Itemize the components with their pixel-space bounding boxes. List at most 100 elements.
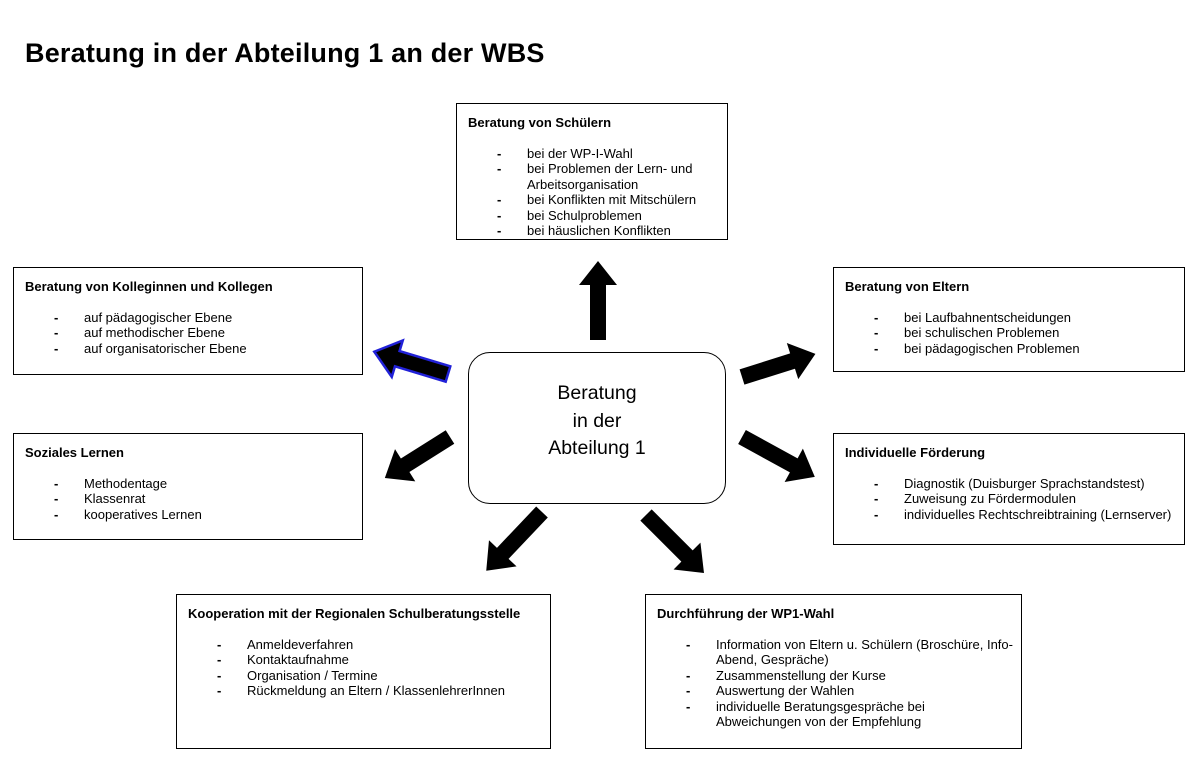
list-item: - Kontaktaufnahme — [177, 652, 550, 668]
list-item: - auf pädagogischer Ebene — [14, 310, 362, 326]
list-item: - Anmeldeverfahren — [177, 637, 550, 653]
list-item: - Rückmeldung an Eltern / KlassenlehrerIn… — [177, 683, 550, 699]
dash-bullet: - — [54, 309, 59, 325]
dash-bullet: - — [497, 161, 502, 176]
list-item: - bei der WP-I-Wahl — [457, 146, 727, 162]
list-item-text: bei Schulproblemen — [527, 207, 642, 223]
center-node-line: Beratung — [557, 382, 637, 404]
dash-bullet: - — [497, 192, 502, 207]
list-item: - auf organisatorischer Ebene — [14, 341, 362, 357]
node-kooperation-schulberatungsstelle: Kooperation mit der Regionalen Schulbera… — [176, 594, 551, 749]
dash-bullet: - — [217, 652, 222, 667]
list-item-text: bei schulischen Problemen — [904, 325, 1060, 340]
list-item: - Diagnostik (Duisburger Sprachstandstest… — [834, 476, 1184, 492]
list-item-text: bei häuslichen Konflikten — [527, 223, 671, 238]
list-item-text: Auswertung der Wahlen — [716, 683, 855, 698]
dash-bullet: - — [686, 667, 691, 683]
dash-bullet: - — [686, 683, 691, 698]
arrow-center-to-eltern-icon — [739, 342, 816, 385]
page-title: Beratung in der Abteilung 1 an der WBS — [25, 38, 545, 68]
dash-bullet: - — [497, 207, 502, 223]
node-title: Durchführung der WP1-Wahl — [657, 606, 835, 621]
dash-bullet: - — [54, 325, 59, 340]
list-item: -Methodentage — [14, 476, 362, 492]
dash-bullet: - — [497, 223, 502, 238]
dash-bullet: - — [874, 325, 879, 340]
arrow-center-to-kooperation-icon — [486, 506, 548, 571]
list-item: - bei häuslichen Konflikten — [457, 223, 727, 239]
list-item: -individuelle Beratungsgespräche bei Abw… — [646, 699, 1021, 730]
list-item-text: Rückmeldung an Eltern / KlassenlehrerInn… — [247, 683, 505, 698]
list-item: - Klassenrat — [14, 491, 362, 507]
list-item-text: Zusammenstellung der Kurse — [716, 667, 886, 683]
arrow-center-to-foerderung-icon — [738, 429, 815, 482]
dash-bullet: - — [217, 636, 222, 652]
list-item: - Zusammenstellung der Kurse — [646, 668, 1021, 684]
node-title: Beratung von Eltern — [845, 279, 970, 294]
dash-bullet: - — [497, 145, 502, 161]
node-soziales-lernen: Soziales Lernen -Methodentage-Klassenrat… — [13, 433, 363, 540]
list-item: - auf methodischer Ebene — [14, 325, 362, 341]
arrow-center-to-schueler-icon — [579, 261, 617, 340]
list-item: - bei Schulproblemen — [457, 208, 727, 224]
arrow-center-to-kollegen-icon — [372, 338, 452, 384]
dash-bullet: - — [54, 491, 59, 506]
list-item-text: kooperatives Lernen — [84, 506, 202, 522]
list-item-text: bei pädagogischen Problemen — [904, 340, 1080, 356]
arrow-center-to-soziales-icon — [384, 430, 455, 482]
list-item-text: individuelle Beratungsgespräche bei Abwe… — [716, 698, 925, 730]
node-title: Beratung von Schülern — [468, 115, 612, 130]
node-beratung-von-eltern: Beratung von Eltern - bei Laufbahnentsche… — [833, 267, 1185, 372]
list-item-text: bei der WP-I-Wahl — [527, 145, 633, 161]
list-item-text: Diagnostik (Duisburger Sprachstandstest) — [904, 475, 1145, 491]
list-item-text: bei Laufbahnentscheidungen — [904, 309, 1071, 325]
center-node-line: Abteilung 1 — [548, 437, 646, 459]
list-item-text: Kontaktaufnahme — [247, 652, 349, 667]
node-item-list: -Methodentage-Klassenrat-kooperatives Le… — [14, 476, 362, 523]
node-item-list: - Information von Eltern u. Schülern (Bro… — [646, 637, 1021, 730]
dash-bullet: - — [54, 340, 59, 356]
list-item: - individuelles Rechtschreibtraining (Ler… — [834, 507, 1184, 523]
list-item: - bei schulischen Problemen — [834, 325, 1184, 341]
dash-bullet: - — [217, 683, 222, 698]
dash-bullet: - — [54, 506, 59, 522]
list-item: - Zuweisung zu Fördermodulen — [834, 491, 1184, 507]
list-item-text: auf methodischer Ebene — [84, 325, 225, 340]
list-item: - bei Problemen der Lern- und Arbeitsorga… — [457, 161, 727, 192]
list-item-text: Anmeldeverfahren — [247, 636, 354, 652]
list-item-text: Organisation / Termine — [247, 667, 378, 683]
list-item-text: bei Problemen der Lern- und Arbeitsorgan… — [527, 161, 693, 192]
dash-bullet: - — [686, 636, 691, 652]
list-item-text: Information von Eltern u. Schülern (Bros… — [716, 636, 1013, 668]
node-item-list: -Anmeldeverfahren-Kontaktaufnahme-Organi… — [177, 637, 550, 699]
node-beratung-von-schuelern: Beratung von Schülern - bei der WP-I-Wahl… — [456, 103, 728, 240]
list-item: -Organisation / Termine — [177, 668, 550, 684]
node-title: Kooperation mit der Regionalen Schulbera… — [188, 606, 521, 621]
dash-bullet: - — [874, 475, 879, 491]
dash-bullet: - — [874, 506, 879, 522]
node-title: Individuelle Förderung — [845, 445, 986, 460]
node-individuelle-foerderung: Individuelle Förderung - Diagnostik (Duis… — [833, 433, 1185, 545]
dash-bullet: - — [874, 309, 879, 325]
list-item-text: bei Konflikten mit Mitschülern — [527, 192, 697, 207]
list-item: - bei Konflikten mit Mitschülern — [457, 192, 727, 208]
dash-bullet: - — [54, 475, 59, 491]
dash-bullet: - — [874, 340, 879, 356]
list-item: - kooperatives Lernen — [14, 507, 362, 523]
node-title: Beratung von Kolleginnen und Kollegen — [25, 279, 273, 294]
list-item-text: Zuweisung zu Fördermodulen — [904, 491, 1076, 506]
list-item-text: Klassenrat — [84, 491, 146, 506]
list-item: - bei Laufbahnentscheidungen — [834, 310, 1184, 326]
node-item-list: - auf pädagogischer Ebene - auf methodische… — [14, 310, 362, 357]
node-item-list: - bei der WP-I-Wahl - bei Problemen der Ler… — [457, 146, 727, 239]
arrow-center-to-wp1-icon — [640, 509, 704, 573]
list-item-text: individuelles Rechtschreibtraining (Lern… — [904, 506, 1172, 522]
node-beratung-von-kollegen: Beratung von Kolleginnen und Kollegen - a… — [13, 267, 363, 375]
node-item-list: - Diagnostik (Duisburger Sprachstandstest… — [834, 476, 1184, 523]
node-center-beratung-abteilung-1: Beratung in der Abteilung 1 — [468, 352, 726, 504]
node-durchfuehrung-wp1-wahl: Durchführung der WP1-Wahl - Information v… — [645, 594, 1022, 749]
node-item-list: - bei Laufbahnentscheidungen - bei schulisc… — [834, 310, 1184, 357]
dash-bullet: - — [874, 491, 879, 506]
list-item-text: auf pädagogischer Ebene — [84, 309, 233, 325]
list-item-text: auf organisatorischer Ebene — [84, 340, 247, 356]
